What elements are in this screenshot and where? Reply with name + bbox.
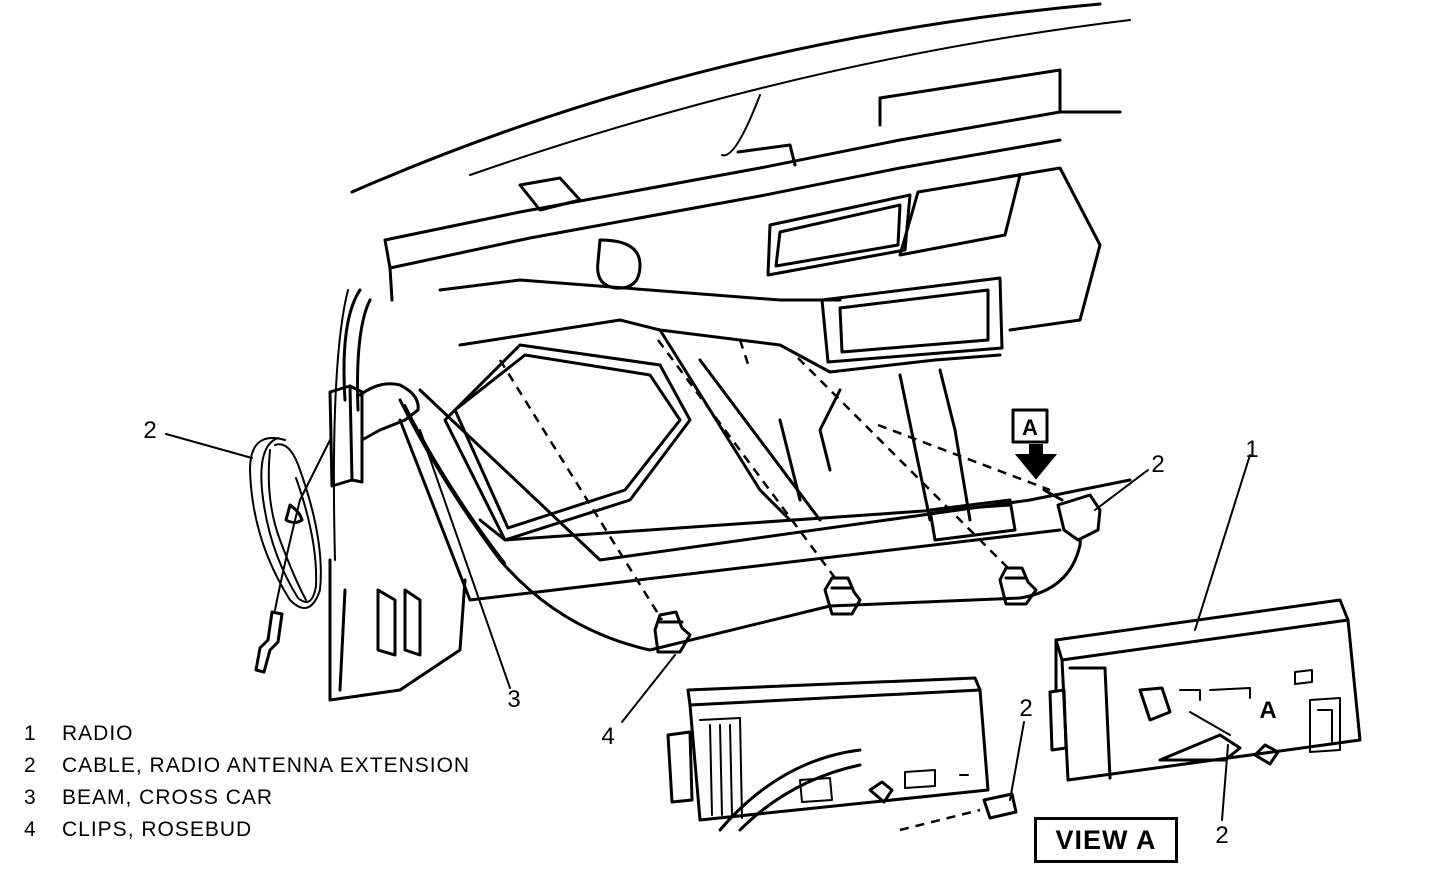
legend-label: CLIPS, ROSEBUD [62, 818, 253, 841]
callout-right-cable: 2 [1151, 451, 1164, 478]
antenna-cable-coil [249, 437, 331, 674]
legend-item: 2 CABLE, RADIO ANTENNA EXTENSION [24, 750, 470, 782]
view-a-arrow: A [1011, 408, 1058, 480]
legend-number: 2 [24, 754, 37, 777]
legend-number: 4 [24, 818, 37, 841]
antenna-cable-main [398, 398, 1102, 652]
legend-label: CABLE, RADIO ANTENNA EXTENSION [62, 754, 471, 777]
callout-radio: 1 [1245, 436, 1258, 463]
legend-item: 3 BEAM, CROSS CAR [24, 782, 470, 814]
callout-left-cable: 2 [143, 417, 156, 444]
radio-lower-detail [666, 676, 1018, 832]
view-a-label: VIEW A [1034, 817, 1178, 863]
callout-view-a-left: 2 [1019, 695, 1032, 722]
left-end-bracket [328, 289, 467, 702]
legend-label: BEAM, CROSS CAR [62, 786, 274, 809]
arrow-tag-label: A [1022, 415, 1038, 440]
legend-number: 1 [24, 722, 37, 745]
assembly-guide-lines [498, 339, 1051, 621]
callout-view-a-bottom: 2 [1215, 822, 1228, 849]
legend-number: 3 [24, 786, 37, 809]
callout-beam: 3 [507, 686, 520, 713]
rosebud-clips [653, 566, 1038, 654]
windshield-outline [350, 2, 1131, 194]
callout-clips: 4 [601, 723, 614, 750]
legend-item: 4 CLIPS, ROSEBUD [24, 814, 470, 846]
legend-item: 1 RADIO [24, 718, 470, 750]
instrument-panel [342, 68, 1122, 412]
cross-car-beam [398, 318, 1132, 602]
legend-label: RADIO [62, 722, 134, 745]
leader-lines [165, 429, 1251, 821]
radio-view-a: A [1048, 598, 1362, 782]
radio-letter-a: A [1259, 697, 1276, 724]
parts-legend: 1 RADIO 2 CABLE, RADIO ANTENNA EXTENSION… [24, 718, 470, 846]
